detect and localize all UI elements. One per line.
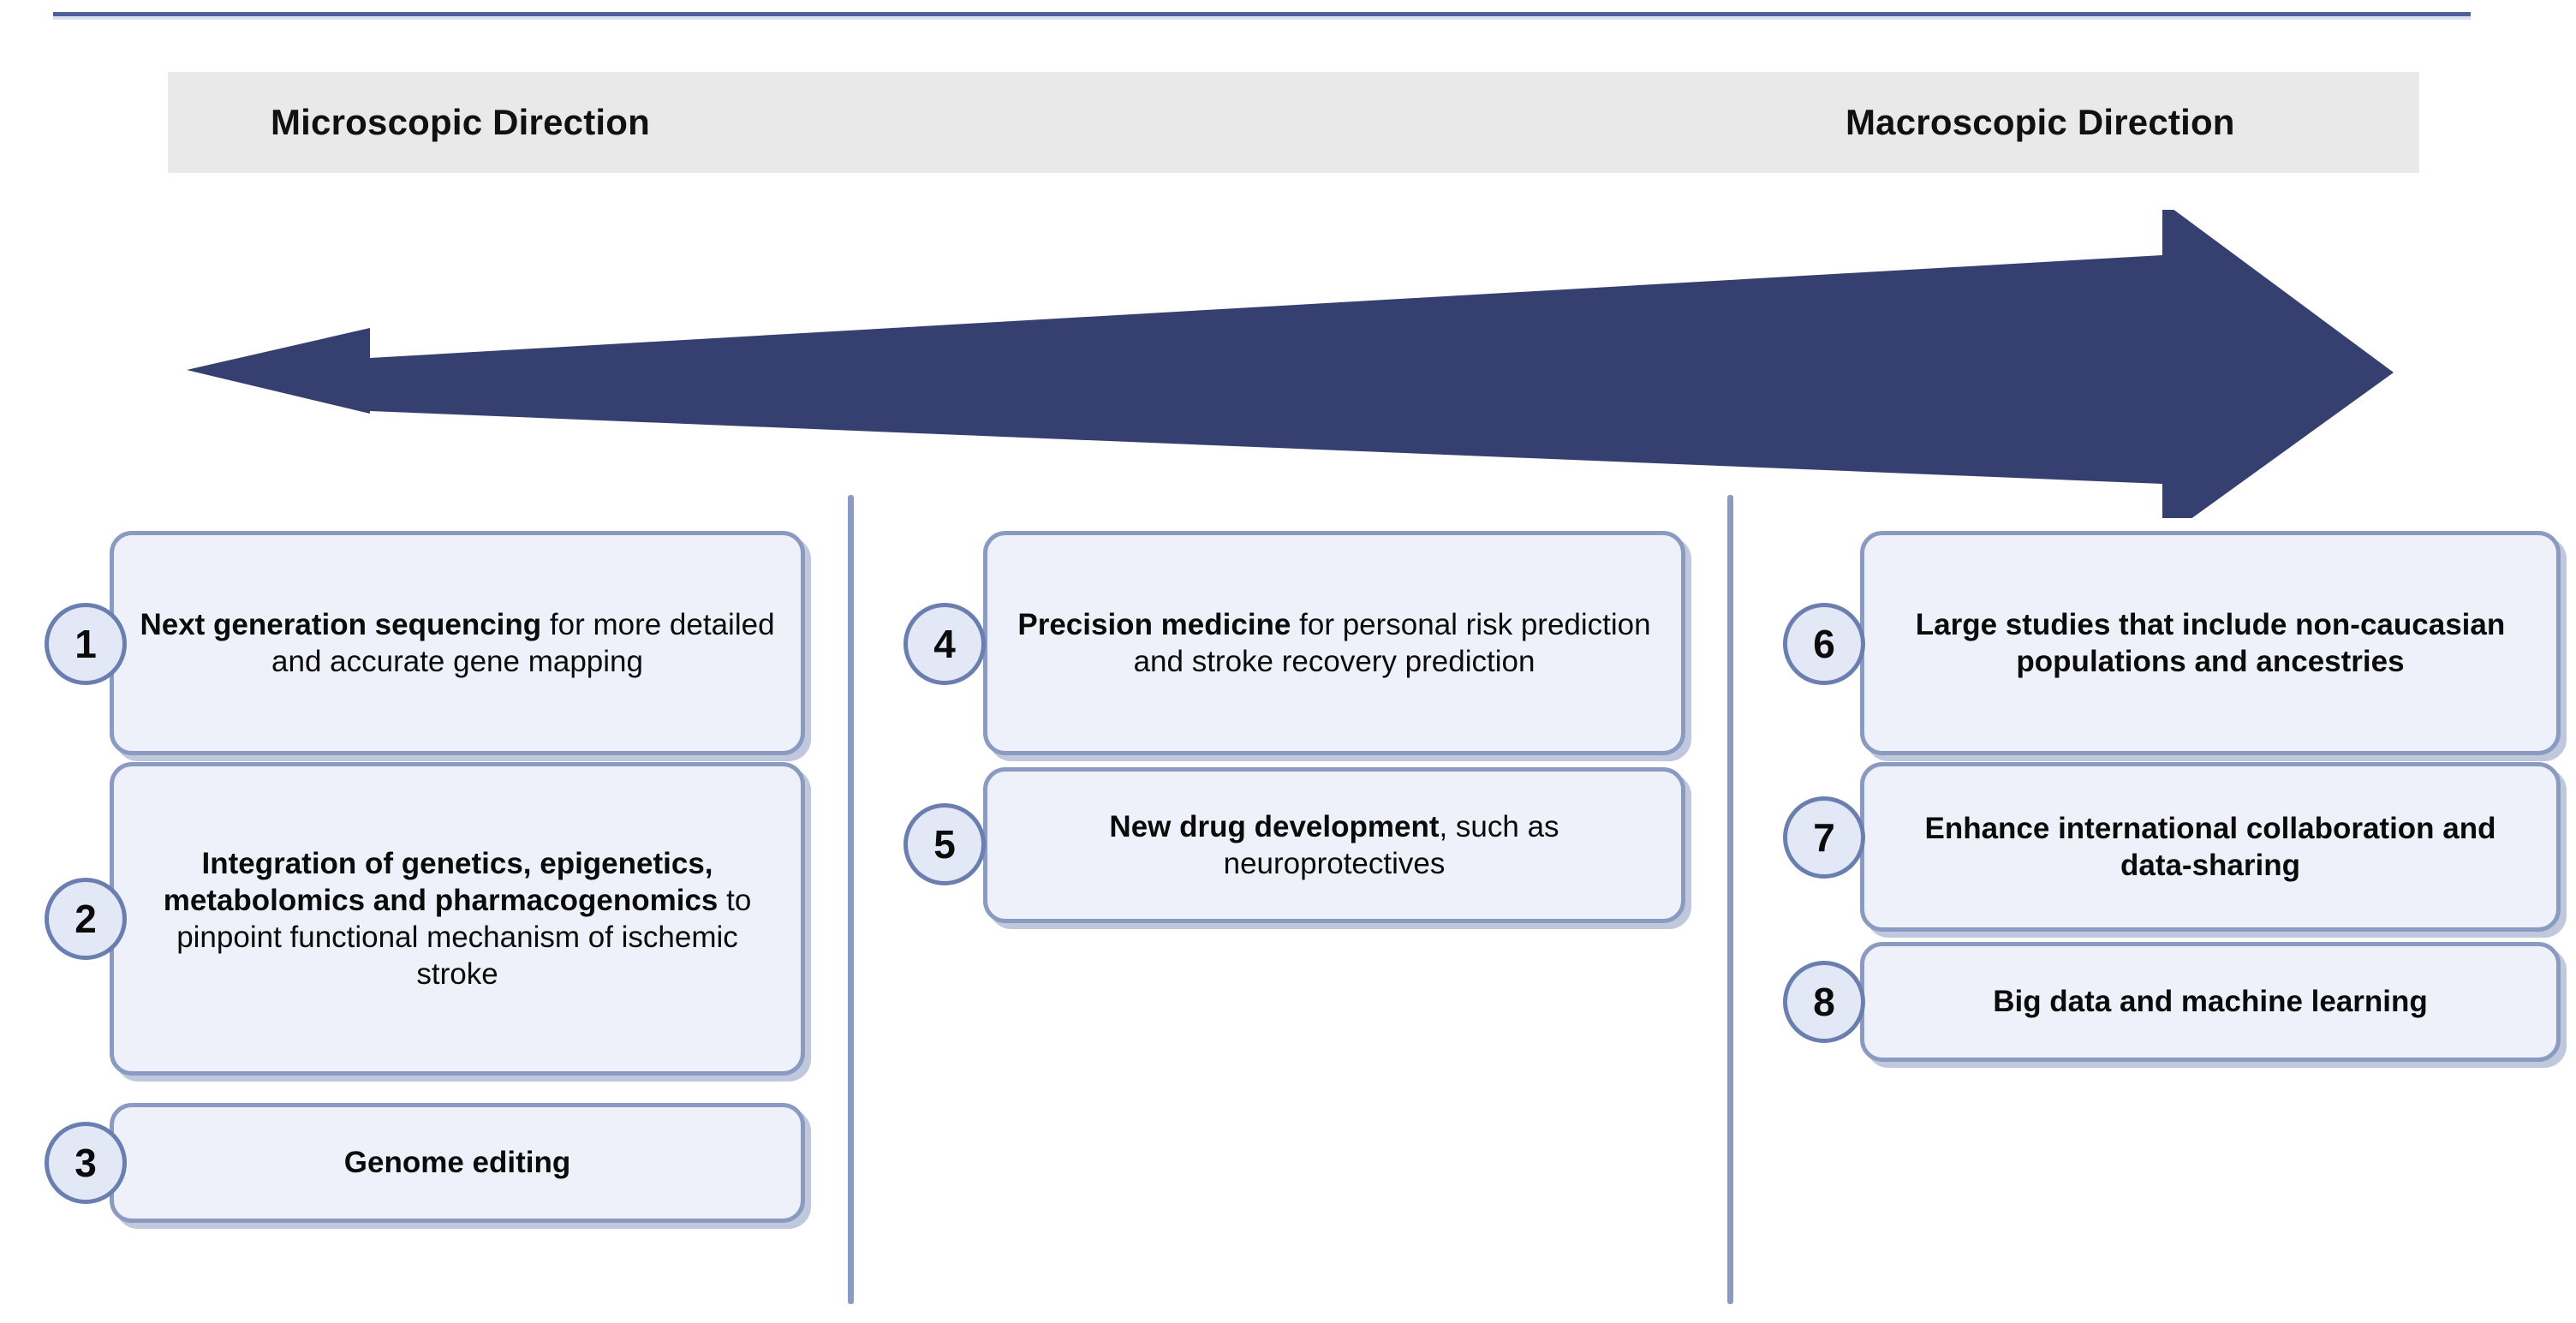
- macroscopic-direction-label: Macroscopic Direction: [1846, 102, 2235, 142]
- column-divider-left: [848, 495, 854, 1304]
- item-card[interactable]: Big data and machine learning: [1860, 942, 2561, 1062]
- item-card-text: Precision medicine for personal risk pre…: [1013, 606, 1655, 680]
- item-card[interactable]: Large studies that include non-caucasian…: [1860, 531, 2561, 755]
- item-card[interactable]: Genome editing: [110, 1103, 805, 1223]
- item-number-badge[interactable]: 4: [903, 603, 986, 685]
- item-number: 1: [75, 622, 97, 666]
- direction-arrow: [0, 210, 2576, 518]
- item-bold-text: Enhance international collaboration and …: [1924, 811, 2496, 882]
- item-regular-text: , such as neuroprotectives: [1223, 809, 1559, 880]
- item-number-badge[interactable]: 3: [45, 1122, 127, 1204]
- item-regular-text: to pinpoint functional mechanism of isch…: [176, 883, 752, 992]
- item-card[interactable]: Integration of genetics, epigenetics, me…: [110, 762, 805, 1076]
- item-number: 8: [1813, 980, 1835, 1024]
- item-regular-text: for more detailed and accurate gene mapp…: [271, 607, 775, 678]
- item-card-text: New drug development, such as neuroprote…: [1013, 808, 1655, 882]
- item-bold-text: Genome editing: [343, 1146, 571, 1180]
- item-card-text: Big data and machine learning: [1890, 983, 2531, 1020]
- item-bold-text: Integration of genetics, epigenetics, me…: [163, 846, 719, 917]
- item-card[interactable]: Enhance international collaboration and …: [1860, 762, 2561, 932]
- item-number-badge[interactable]: 8: [1783, 961, 1865, 1043]
- item-number-badge[interactable]: 5: [903, 803, 986, 885]
- item-card[interactable]: Precision medicine for personal risk pre…: [983, 531, 1685, 755]
- item-card-text: Enhance international collaboration and …: [1890, 810, 2531, 884]
- item-card-text: Integration of genetics, epigenetics, me…: [140, 845, 775, 992]
- item-bold-text: Next generation sequencing: [140, 607, 542, 641]
- item-regular-text: for personal risk prediction and stroke …: [1133, 607, 1651, 678]
- item-card[interactable]: New drug development, such as neuroprote…: [983, 767, 1685, 923]
- item-number: 2: [75, 897, 97, 941]
- item-number: 7: [1813, 815, 1835, 860]
- item-card-text: Next generation sequencing for more deta…: [140, 606, 775, 680]
- microscopic-direction-label: Microscopic Direction: [271, 102, 650, 142]
- direction-header-band: [168, 72, 2419, 173]
- item-number: 4: [933, 622, 956, 666]
- item-bold-text: Precision medicine: [1017, 607, 1291, 641]
- item-bold-text: Big data and machine learning: [1993, 985, 2428, 1019]
- item-number: 3: [75, 1141, 97, 1185]
- item-card-text: Large studies that include non-caucasian…: [1890, 606, 2531, 680]
- item-card-text: Genome editing: [140, 1144, 775, 1181]
- column-divider-right: [1727, 495, 1733, 1304]
- item-number: 5: [933, 822, 956, 867]
- item-number: 6: [1813, 622, 1835, 666]
- arrow-shape: [187, 210, 2394, 518]
- item-number-badge[interactable]: 2: [45, 878, 127, 960]
- top-rule-shadow: [53, 16, 2471, 20]
- top-rule: [53, 12, 2471, 16]
- item-bold-text: Large studies that include non-caucasian…: [1915, 607, 2506, 678]
- item-number-badge[interactable]: 1: [45, 603, 127, 685]
- item-bold-text: New drug development: [1109, 809, 1440, 843]
- item-card[interactable]: Next generation sequencing for more deta…: [110, 531, 805, 755]
- item-number-badge[interactable]: 6: [1783, 603, 1865, 685]
- item-number-badge[interactable]: 7: [1783, 796, 1865, 879]
